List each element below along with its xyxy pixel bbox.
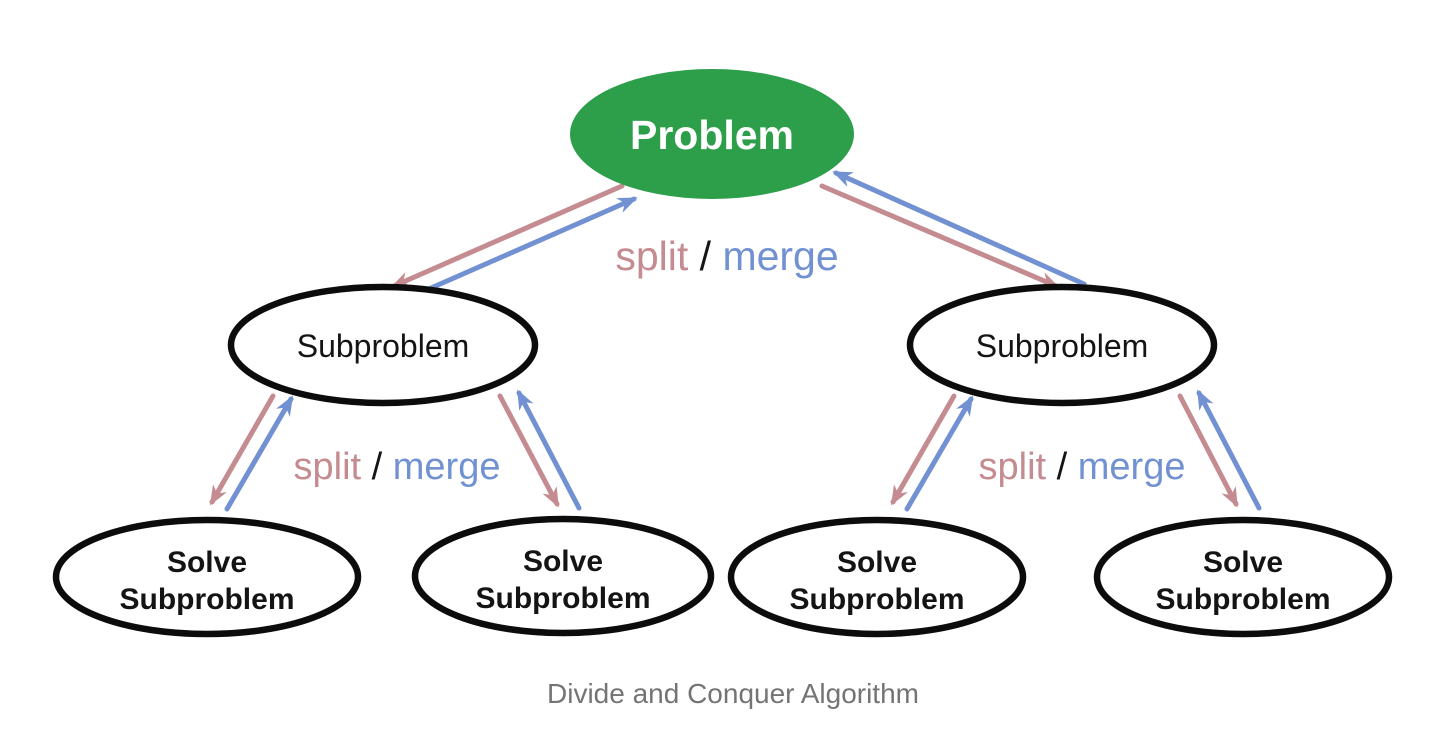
solve-3-label-line1: Solve [837,546,917,579]
merge-arrow-solve-1-to-subproblem-left [224,395,294,512]
merge-text-right: merge [1078,446,1186,488]
solve-1-ellipse [52,516,362,638]
solve-4-label-line1: Solve [1203,546,1283,579]
subproblem-right-ellipse [906,283,1218,407]
split-text-right: split [979,446,1047,488]
split-arrow-subproblem-left-to-solve-1 [209,393,276,506]
split-arrow-subproblem-right-to-solve-3 [890,393,957,506]
split-merge-label-right: split / merge [979,446,1186,488]
solve-4-label-line2: Subproblem [1155,583,1330,616]
merge-arrow-solve-4-to-subproblem-right [1196,389,1262,511]
split-text-top: split [615,233,689,279]
slash-text-left: / [372,446,393,488]
problem-label: Problem [630,112,794,158]
merge-arrow-subproblem-left-to-problem [403,196,638,302]
node-solve-subproblem-1: Solve Subproblem [52,516,362,638]
solve-2-label-line1: Solve [523,545,603,578]
slash-text-right: / [1057,446,1078,488]
solve-2-ellipse [411,515,715,637]
node-subproblem-left: Subproblem [227,283,539,407]
slash-text-top: / [700,233,723,279]
split-arrow-subproblem-left-to-solve-2 [497,393,560,508]
subproblem-left-ellipse [227,283,539,407]
figure-caption: Divide and Conquer Algorithm [547,678,919,709]
node-solve-subproblem-3: Solve Subproblem [727,516,1027,638]
node-subproblem-right: Subproblem [906,283,1218,407]
merge-arrow-solve-3-to-subproblem-right [904,395,974,512]
solve-3-ellipse [727,516,1027,638]
split-merge-labels: split / merge split / merge split / merg… [294,233,1186,488]
split-arrow-problem-to-subproblem-right [819,183,1060,289]
edges [209,170,1262,512]
solve-1-label-line1: Solve [167,546,247,579]
split-merge-label-top: split / merge [615,233,838,279]
subproblem-left-label: Subproblem [297,328,470,364]
merge-text-top: merge [722,233,838,279]
split-merge-label-left: split / merge [294,446,501,488]
solve-2-label-line2: Subproblem [475,582,650,615]
node-problem: Problem [570,69,854,199]
split-arrow-problem-to-subproblem-left [390,183,625,289]
merge-arrow-solve-2-to-subproblem-left [516,389,582,511]
solve-3-label-line2: Subproblem [789,583,964,616]
merge-arrow-subproblem-right-to-problem [832,170,1087,287]
split-text-left: split [294,446,362,488]
split-arrow-subproblem-right-to-solve-4 [1177,393,1239,508]
problem-ellipse [570,69,854,199]
merge-text-left: merge [393,446,501,488]
solve-4-ellipse [1093,516,1393,638]
solve-1-label-line2: Subproblem [119,583,294,616]
subproblem-right-label: Subproblem [976,328,1149,364]
node-solve-subproblem-2: Solve Subproblem [411,515,715,637]
node-solve-subproblem-4: Solve Subproblem [1093,516,1393,638]
